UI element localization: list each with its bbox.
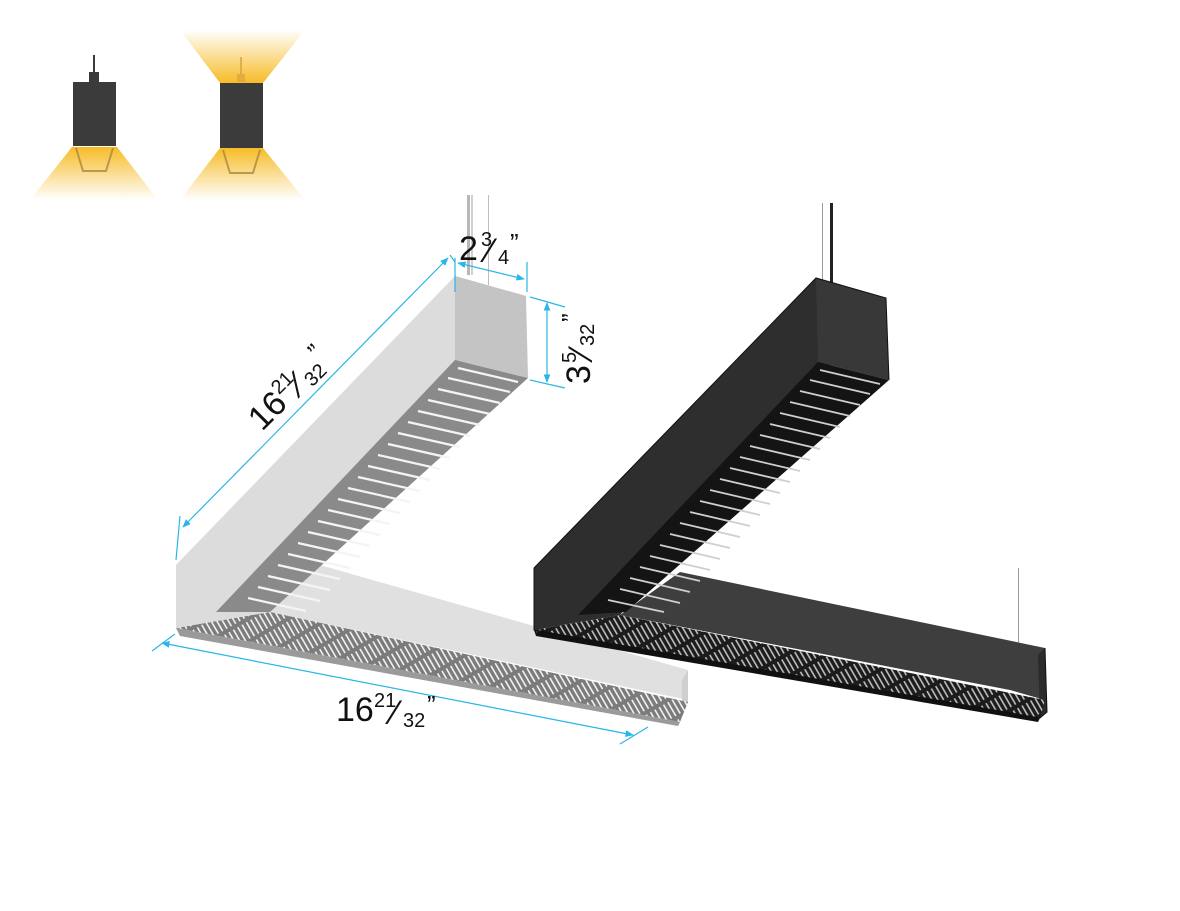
black-l-fixture bbox=[533, 203, 1048, 722]
svg-text:5: 5 bbox=[559, 352, 581, 363]
svg-text:”: ” bbox=[427, 690, 436, 720]
svg-text:”: ” bbox=[556, 313, 586, 322]
svg-text:4: 4 bbox=[498, 247, 509, 269]
dimension-label-arm-horizontal: 16 21 ⁄ 32 ” bbox=[336, 690, 436, 732]
light-icon-downlight bbox=[30, 55, 158, 200]
svg-text:2: 2 bbox=[459, 230, 478, 268]
black-diagonal-louvers bbox=[607, 369, 881, 613]
svg-text:16: 16 bbox=[336, 691, 374, 729]
svg-text:32: 32 bbox=[300, 360, 331, 391]
dimension-lines bbox=[151, 254, 649, 745]
light-icon-up-down-light bbox=[180, 30, 305, 200]
dimension-label-height: 3 5 ⁄ 32 ” bbox=[556, 313, 600, 384]
svg-text:32: 32 bbox=[403, 710, 425, 732]
svg-text:21: 21 bbox=[374, 690, 396, 712]
svg-text:”: ” bbox=[510, 228, 519, 258]
svg-text:32: 32 bbox=[577, 324, 599, 346]
dimension-label-width: 2 3 ⁄ 4 ” bbox=[459, 228, 519, 270]
svg-text:3: 3 bbox=[481, 229, 492, 251]
svg-text:3: 3 bbox=[560, 365, 598, 384]
